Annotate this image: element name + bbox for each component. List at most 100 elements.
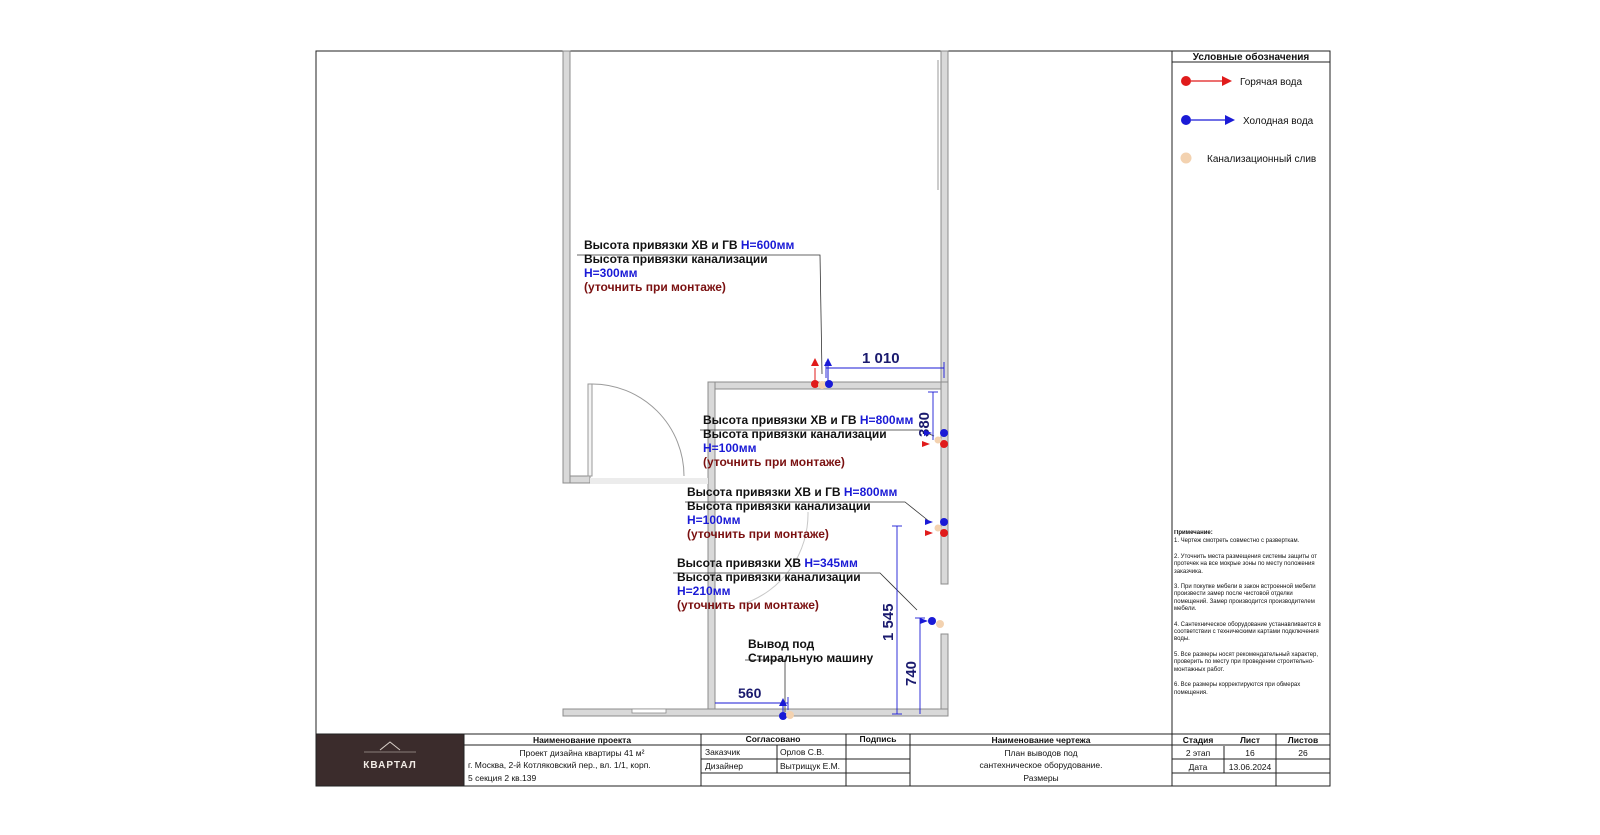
- door-swing-arc: [591, 383, 685, 477]
- hot-arrow-left-icon: [925, 530, 933, 536]
- note-item: 4. Сантехническое оборудование устанавли…: [1174, 621, 1321, 643]
- stage-value: 2 этап: [1186, 748, 1211, 758]
- legend-hot-dot-icon: [1181, 76, 1191, 86]
- callout-4-line4: (уточнить при монтаже): [677, 598, 819, 612]
- sheets-header: Листов: [1288, 735, 1318, 745]
- sewer-point-icon: [934, 436, 942, 444]
- callout-1-line2: Высота привязки канализации: [584, 252, 768, 266]
- callout-2-line4: (уточнить при монтаже): [703, 455, 845, 469]
- callout-3-line2: Высота привязки канализации: [687, 499, 871, 513]
- outlet-group-5: [779, 698, 794, 720]
- cold-water-point-icon: [825, 380, 833, 388]
- dim-740-label: 740: [903, 661, 920, 686]
- drawing-line3: Размеры: [1023, 773, 1058, 783]
- note-item: 1. Чертеж смотреть совместно с развертка…: [1174, 538, 1300, 545]
- cold-water-point-icon: [928, 617, 936, 625]
- callout-2-line1: Высота привязки ХВ и ГВ H=800мм: [703, 413, 913, 427]
- cold-water-point-icon: [779, 712, 787, 720]
- callout-3-line3: H=100мм: [687, 513, 741, 527]
- outlet-group-1: [811, 358, 833, 389]
- house-logo-icon: [379, 741, 401, 751]
- wall-upper-left: [562, 50, 571, 484]
- legend-title: Условные обозначения: [1193, 51, 1310, 63]
- leader-5: [745, 659, 786, 712]
- logo-text: КВАРТАЛ: [363, 760, 416, 771]
- wall-bath-right-lower: [940, 633, 949, 717]
- hot-water-point-icon: [940, 440, 948, 448]
- callout-1-line1: Высота привязки ХВ и ГВ H=600мм: [584, 238, 794, 252]
- legend-hot-label: Горячая вода: [1240, 77, 1303, 88]
- cold-water-point-icon: [940, 429, 948, 437]
- callout-3: Высота привязки ХВ и ГВ H=800мм Высота п…: [687, 485, 897, 541]
- sewer-point-icon: [936, 620, 944, 628]
- leader-lines: [577, 254, 935, 712]
- title-block-text: Наименование проекта Проект дизайна квар…: [468, 734, 1318, 783]
- cold-arrow-left-icon: [920, 618, 928, 624]
- cold-arrow-left-icon: [924, 430, 932, 436]
- name-customer: Орлов С.В.: [780, 747, 824, 757]
- agreed-header: Согласовано: [746, 734, 801, 744]
- stage-header: Стадия: [1183, 735, 1214, 745]
- callout-3-line4: (уточнить при монтаже): [687, 527, 829, 541]
- project-header: Наименование проекта: [533, 735, 631, 745]
- hot-arrow-left-icon: [922, 441, 930, 447]
- callout-2-line3: H=100мм: [703, 441, 757, 455]
- hot-water-point-icon: [811, 380, 819, 388]
- legend-hot-arrow-icon: [1222, 76, 1232, 86]
- callout-2: Высота привязки ХВ и ГВ H=800мм Высота п…: [703, 413, 913, 469]
- dim-1545-label: 1 545: [880, 603, 897, 641]
- sheet-value: 16: [1245, 748, 1255, 758]
- callout-1: Высота привязки ХВ и ГВ H=600мм Высота п…: [584, 238, 794, 294]
- note-item: 2. Уточнить места размещения системы защ…: [1174, 553, 1317, 575]
- sheets-value: 26: [1298, 748, 1308, 758]
- outlet-group-2: [922, 429, 948, 448]
- drawing-header: Наименование чертежа: [991, 735, 1090, 745]
- legend-cold-dot-icon: [1181, 115, 1191, 125]
- dim-560-label: 560: [738, 685, 762, 701]
- door-lower-swing: [742, 511, 809, 605]
- callout-4-line2: Высота привязки канализации: [677, 570, 861, 584]
- role-customer: Заказчик: [705, 747, 740, 757]
- sheet-frame: [315, 50, 1331, 787]
- cold-arrow-up-icon: [824, 358, 832, 366]
- callout-1-line3: H=300мм: [584, 266, 638, 280]
- wall-bottom: [562, 708, 949, 717]
- washer-callout: Вывод под Стиральную машину: [748, 637, 873, 665]
- sewer-point-icon: [934, 524, 942, 532]
- dim-380-label: 380: [916, 412, 933, 437]
- title-block: [315, 733, 1330, 787]
- sewer-point-icon: [786, 711, 794, 719]
- outlet-group-4: [920, 617, 944, 628]
- wall-bath-right-upper: [940, 381, 949, 585]
- hot-water-point-icon: [940, 529, 948, 537]
- name-designer: Вытрищук Е.М.: [780, 761, 840, 771]
- drawing-line1: План выводов под: [1004, 748, 1077, 758]
- callout-4: Высота привязки ХВ H=345мм Высота привяз…: [677, 556, 861, 612]
- dim-1010-label: 1 010: [862, 350, 900, 367]
- callout-2-line2: Высота привязки канализации: [703, 427, 887, 441]
- washer-line2: Стиральную машину: [748, 651, 873, 665]
- outlet-group-3: [925, 518, 948, 537]
- leader-3: [685, 501, 931, 523]
- door-threshold: [590, 478, 708, 484]
- project-line1: Проект дизайна квартиры 41 м²: [520, 748, 645, 758]
- leader-4: [673, 572, 918, 611]
- date-label: Дата: [1189, 762, 1208, 772]
- legend-title-box: [1171, 50, 1331, 63]
- notes-title: Примечание:: [1174, 530, 1213, 536]
- legend-cold-label: Холодная вода: [1243, 116, 1314, 127]
- legend: Условные обозначения Горячая вода Холодн…: [1171, 50, 1331, 165]
- notes-container: Примечание: 1. Чертеж смотреть совместно…: [1174, 530, 1321, 696]
- door-upper: [587, 383, 685, 477]
- bottom-wall-window: [631, 708, 667, 714]
- hot-arrow-up-icon: [811, 358, 819, 366]
- date-value: 13.06.2024: [1229, 762, 1272, 772]
- role-designer: Дизайнер: [705, 761, 743, 771]
- callout-4-line1: Высота привязки ХВ H=345мм: [677, 556, 858, 570]
- sign-header: Подпись: [860, 734, 897, 744]
- washer-line1: Вывод под: [748, 637, 815, 651]
- drawing-line2: сантехническое оборудование.: [979, 760, 1102, 770]
- cold-water-point-icon: [940, 518, 948, 526]
- note-item: 5. Все размеры носят рекомендательный ха…: [1174, 651, 1319, 673]
